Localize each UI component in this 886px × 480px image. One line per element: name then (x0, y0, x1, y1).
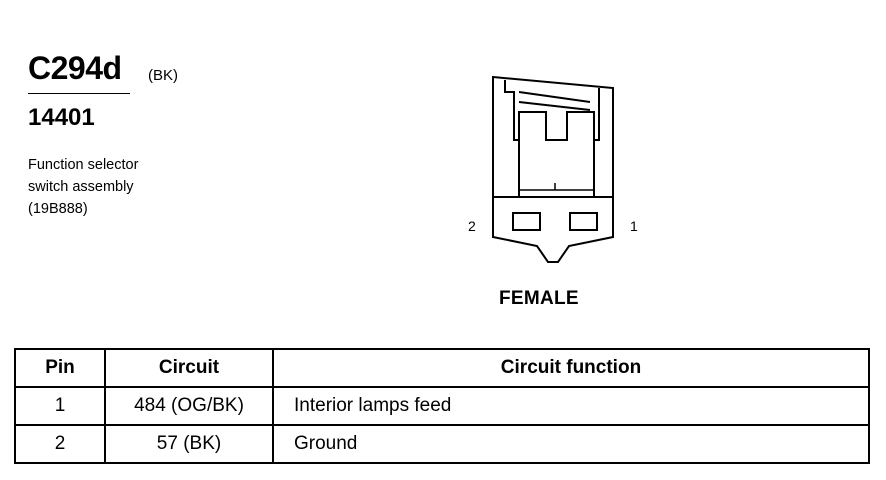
locking-latch (504, 80, 600, 141)
pin-cavity-2 (512, 212, 541, 231)
cell-pin: 1 (14, 386, 106, 426)
description-line-3: (19B888) (28, 201, 88, 217)
connector-color-code: (BK) (148, 67, 178, 84)
table-header-row: Pin Circuit Circuit function (14, 348, 870, 388)
connector-face-drawing (492, 75, 614, 263)
table-row: 1 484 (OG/BK) Interior lamps feed (14, 386, 870, 426)
gender-label: FEMALE (499, 288, 579, 309)
pin-table: Pin Circuit Circuit function 1 484 (OG/B… (14, 348, 870, 464)
component-description: Function selector switch assembly (19B88… (28, 154, 138, 220)
connector-outline (492, 75, 614, 263)
table-row: 2 57 (BK) Ground (14, 424, 870, 464)
cell-circuit-function: Interior lamps feed (272, 386, 870, 426)
cell-circuit: 484 (OG/BK) (104, 386, 274, 426)
cell-circuit-function: Ground (272, 424, 870, 464)
part-number: 14401 (28, 104, 95, 131)
pin-cavity-1 (569, 212, 598, 231)
header-pin: Pin (14, 348, 106, 388)
connector-id: C294d (28, 50, 122, 86)
title-underline (28, 93, 130, 94)
description-line-1: Function selector (28, 157, 139, 173)
description-line-2: switch assembly (28, 179, 134, 195)
pin-label-2: 2 (468, 218, 476, 234)
pin-label-1: 1 (630, 218, 638, 234)
cell-circuit: 57 (BK) (104, 424, 274, 464)
cell-pin: 2 (14, 424, 106, 464)
header-circuit: Circuit (104, 348, 274, 388)
header-circuit-function: Circuit function (272, 348, 870, 388)
